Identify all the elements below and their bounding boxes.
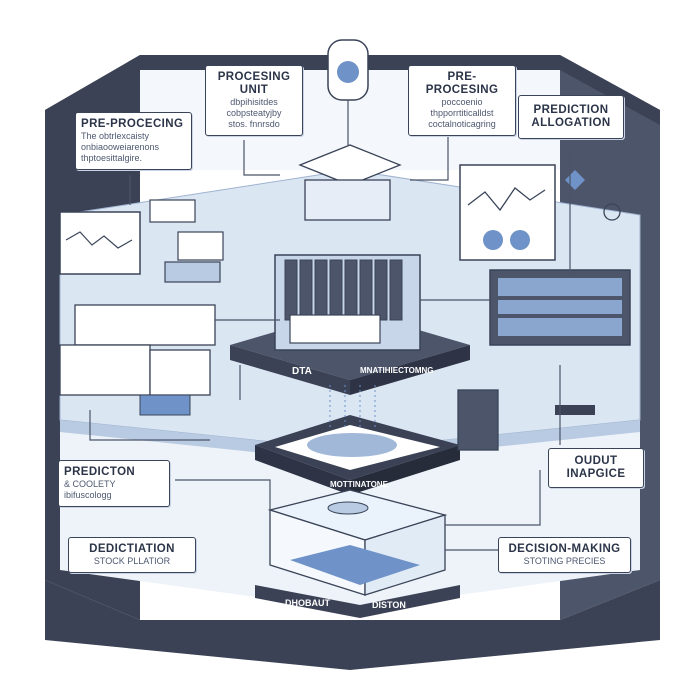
callout-pre-processing-left: PRE-PROCECING The obtrlexcaisty onbiaoow… xyxy=(75,112,192,170)
data-platform xyxy=(255,385,460,495)
label-platform-right: MNATIHIECTOMNG xyxy=(360,366,433,375)
callout-text: thpporrtiticalldst xyxy=(430,108,494,118)
callout-text: onbiaooweiarenons xyxy=(81,142,160,152)
callout-text: cobpsteatyjby xyxy=(226,108,282,118)
left-monitors xyxy=(59,199,224,416)
label-platform-bottom-left: DHOBAUT xyxy=(285,598,330,608)
callout-title: PROCESING xyxy=(217,71,291,83)
callout-prediction-allocation: PREDICTION ALLOGATION xyxy=(518,95,624,139)
callout-text: & COOLETY xyxy=(64,479,116,489)
callout-decision-making: DECISION-MAKING STOTING PRECIES xyxy=(498,537,631,573)
right-devices xyxy=(457,164,631,451)
callout-processing-unit: PROCESING UNIT dbpihisitdes cobpsteatyjb… xyxy=(205,65,303,136)
callout-output: OUDUT INAPGICE xyxy=(548,448,644,488)
callout-title: PREDICTON xyxy=(64,466,136,478)
callout-text: The obtrlexcaisty xyxy=(81,131,150,141)
callout-text: STOTING PRECIES xyxy=(523,556,606,566)
callout-title: PRE-PROCECING xyxy=(81,118,184,130)
callout-title: INAPGICE xyxy=(566,468,626,480)
callout-title: PRE-PROCESING xyxy=(425,71,499,96)
callout-text: coctalnoticagring xyxy=(428,119,496,129)
callout-pre-processing-top: PRE-PROCESING poccoenio thpporrtiticalld… xyxy=(408,65,516,136)
callout-title: OUDUT xyxy=(574,455,618,467)
callout-title: UNIT xyxy=(239,84,269,96)
callout-text: dbpihisitdes xyxy=(230,97,278,107)
callout-text: poccoenio xyxy=(441,97,483,107)
callout-text: STOCK PLLATIOR xyxy=(93,556,171,566)
callout-text: ibifuscologg xyxy=(64,490,112,500)
callout-title: DEDICTIATION xyxy=(89,543,175,555)
central-server xyxy=(230,39,470,395)
connector-lines xyxy=(89,130,571,551)
label-platform-bottom-right: DISTON xyxy=(372,600,406,610)
callout-prediction-left: PREDICTON & COOLETY ibifuscologg xyxy=(58,460,170,507)
callout-text: thptoesittalgire. xyxy=(81,153,143,163)
callout-title: PREDICTION xyxy=(533,104,609,116)
callout-text: stos. fnnrsdo xyxy=(228,119,280,129)
callout-dediction: DEDICTIATION STOCK PLLATIOR xyxy=(68,537,196,573)
label-dta: DTA xyxy=(292,366,312,377)
callout-title: ALLOGATION xyxy=(531,117,611,129)
label-platform-middle: MOTTINATONE xyxy=(330,480,389,489)
output-box xyxy=(255,489,460,618)
callout-title: DECISION-MAKING xyxy=(508,543,621,555)
